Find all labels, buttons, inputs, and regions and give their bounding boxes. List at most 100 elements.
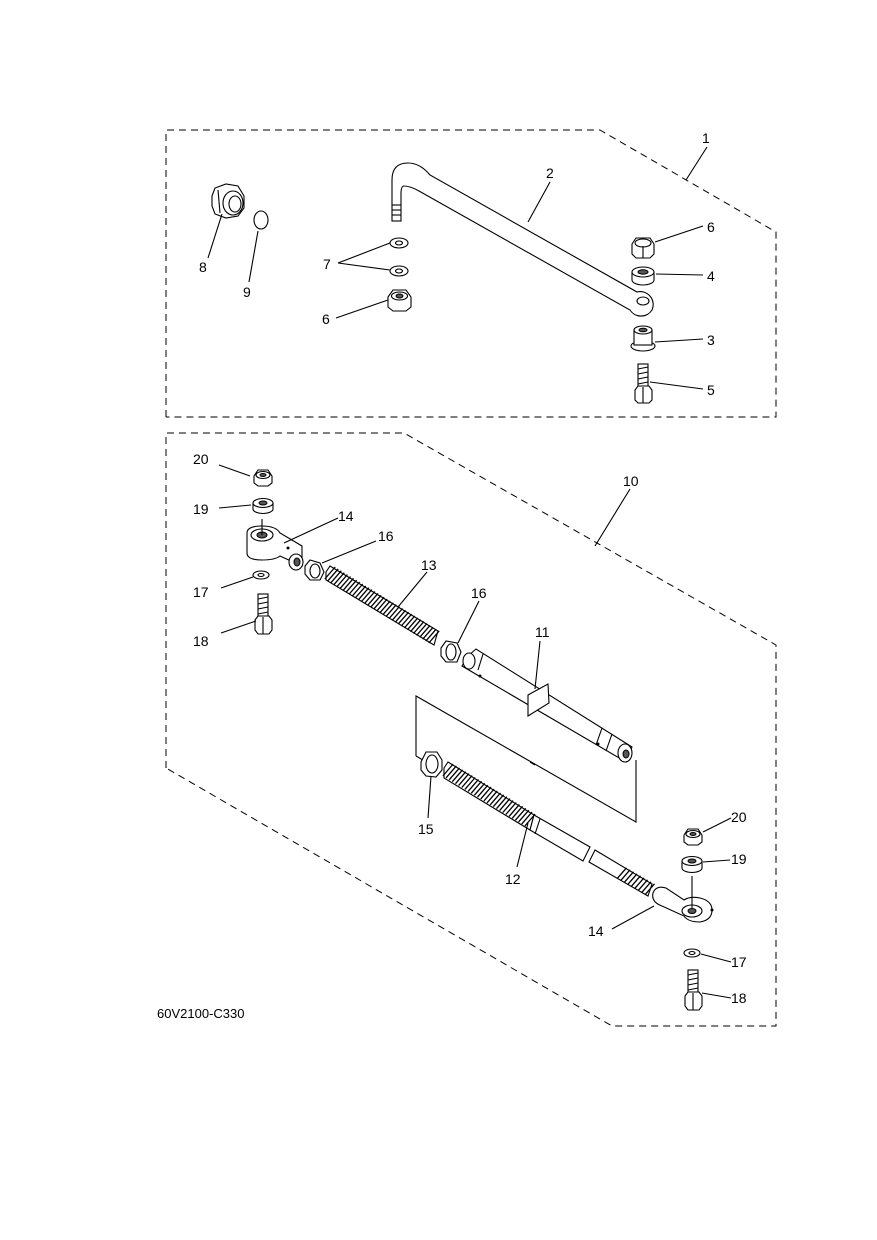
nut-right xyxy=(631,237,655,259)
thread-line xyxy=(397,611,410,625)
callout-9: 9 xyxy=(243,284,251,300)
threaded-shaft xyxy=(442,761,655,897)
callout-17-top: 17 xyxy=(193,584,209,600)
thread-line xyxy=(385,604,397,618)
callout-14-bottom: 14 xyxy=(588,923,604,939)
nut-20-bottom xyxy=(683,828,703,846)
link-rod xyxy=(391,162,654,317)
thread-line xyxy=(345,579,358,593)
thread-line xyxy=(382,602,394,616)
thread-line xyxy=(391,608,403,621)
thread-line xyxy=(330,570,342,584)
thread-line xyxy=(339,576,351,589)
bushing xyxy=(630,325,656,352)
thread-line xyxy=(348,581,361,595)
callout-18-bottom: 18 xyxy=(731,990,747,1006)
callout-8: 8 xyxy=(199,259,207,275)
callout-17-bottom: 17 xyxy=(731,954,747,970)
group-1-boundary xyxy=(165,129,777,418)
nut-left xyxy=(387,289,412,312)
thread-line xyxy=(442,763,454,777)
thread-line xyxy=(455,771,467,785)
thread-line xyxy=(358,587,370,601)
thread-line xyxy=(473,782,486,796)
thread-line xyxy=(376,598,388,612)
thread-line xyxy=(645,883,655,895)
thread-line xyxy=(627,873,638,885)
thread-line xyxy=(419,624,431,638)
thread-line xyxy=(388,606,400,619)
thread-line xyxy=(641,881,652,893)
thread-line xyxy=(451,769,464,783)
callout-12: 12 xyxy=(505,871,521,887)
thread-line xyxy=(508,803,520,817)
callout-5: 5 xyxy=(707,382,715,398)
bolt-18-top xyxy=(254,593,273,635)
callout-18-top: 18 xyxy=(193,633,209,649)
thread-line xyxy=(428,630,440,644)
thread-line xyxy=(486,790,498,804)
washer-lower xyxy=(389,265,409,277)
thread-line xyxy=(425,628,437,642)
callout-7: 7 xyxy=(323,256,331,272)
ball-joint-top xyxy=(246,519,304,571)
thread-line xyxy=(379,600,391,614)
thread-line xyxy=(502,800,514,813)
thread-line xyxy=(464,777,476,790)
thread-line xyxy=(521,811,533,825)
o-ring xyxy=(253,210,269,230)
thread-line xyxy=(406,617,419,631)
thread-line xyxy=(624,871,634,883)
threaded-rod xyxy=(324,565,440,646)
callout-4: 4 xyxy=(707,268,715,284)
jam-nut-left xyxy=(304,559,325,581)
thread-line xyxy=(333,572,345,586)
thread-line xyxy=(422,626,434,640)
callout-16-left: 16 xyxy=(378,528,394,544)
thread-line xyxy=(324,566,336,580)
thread-line xyxy=(489,792,501,806)
thread-line xyxy=(470,780,482,794)
thread-line xyxy=(511,805,523,819)
callout-2: 2 xyxy=(546,165,554,181)
jam-nut-right xyxy=(440,640,462,663)
thread-line xyxy=(480,786,492,800)
diagram-code: 60V2100-C330 xyxy=(157,1006,244,1021)
flange-nut xyxy=(211,183,245,219)
thread-line xyxy=(400,613,413,627)
thread-line xyxy=(416,623,428,636)
tube xyxy=(461,648,633,763)
callout-10: 10 xyxy=(623,473,639,489)
thread-line xyxy=(361,589,373,602)
nut-15 xyxy=(420,751,443,778)
bolt-18-bottom xyxy=(684,969,703,1011)
callout-19-bottom: 19 xyxy=(731,851,747,867)
nut-20-top xyxy=(253,469,273,487)
thread-line xyxy=(631,875,641,887)
callout-3: 3 xyxy=(707,332,715,348)
thread-line xyxy=(496,796,508,810)
washer-17-bottom xyxy=(683,948,701,958)
thread-line xyxy=(336,574,348,587)
thread-line xyxy=(327,568,339,582)
thread-line xyxy=(342,577,354,591)
callout-6-left: 6 xyxy=(322,311,330,327)
thread-line xyxy=(483,788,495,802)
callout-6-right: 6 xyxy=(707,219,715,235)
callout-16-right: 16 xyxy=(471,585,487,601)
thread-line xyxy=(477,784,489,798)
thread-line xyxy=(448,767,460,781)
callout-13: 13 xyxy=(421,557,437,573)
thread-line xyxy=(514,807,527,821)
bolt-upper xyxy=(634,363,653,404)
thread-line xyxy=(373,596,385,610)
collar xyxy=(631,266,655,286)
leader-lines xyxy=(207,146,732,999)
thread-line xyxy=(351,583,364,597)
thread-line xyxy=(467,778,479,792)
thread-line xyxy=(518,809,530,823)
thread-line xyxy=(364,591,376,604)
assembly-reference-bracket xyxy=(415,695,637,823)
group-10-boundary xyxy=(165,432,777,1027)
